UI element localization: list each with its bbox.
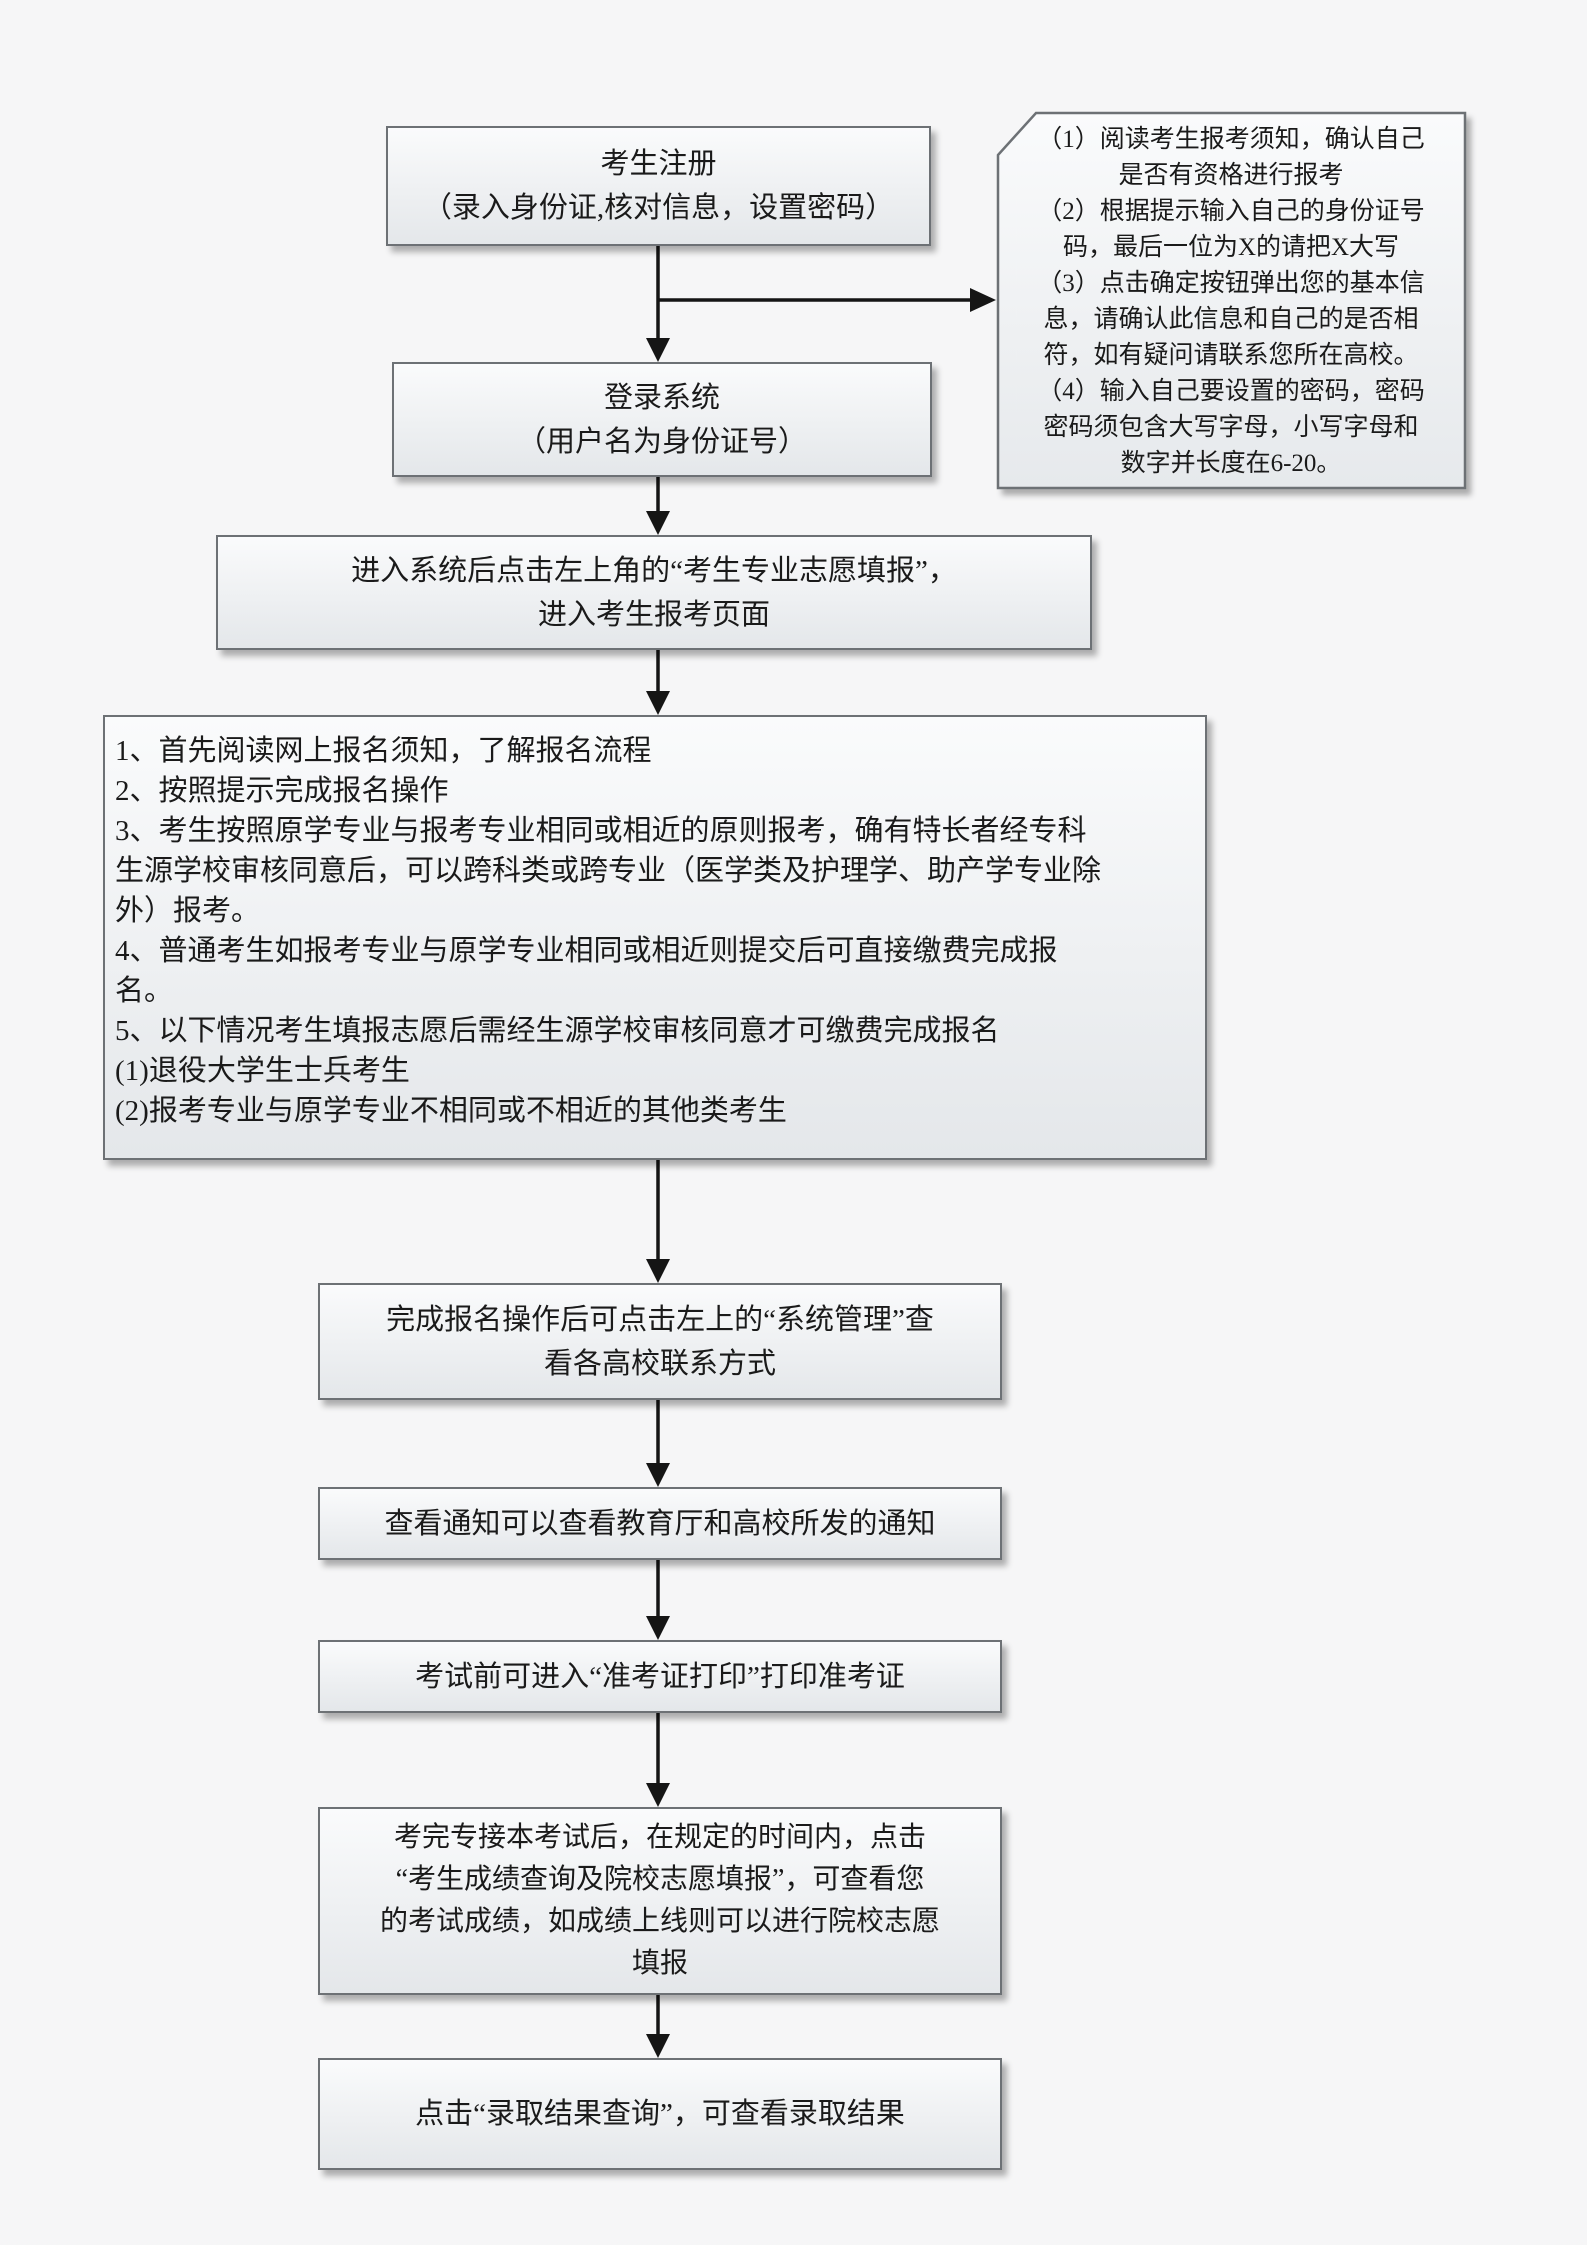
register-line: 考生注册 <box>600 148 717 180</box>
arrow-ticket-score-head <box>646 1783 670 1807</box>
note-line: 密码须包含大写字母，小写字母和 <box>1043 414 1419 441</box>
arrow-sys-notice-head <box>646 1463 670 1487</box>
arrow-score-result-head <box>646 2034 670 2058</box>
notices-line: 查看通知可以查看教育厅和高校所发的通知 <box>384 1507 936 1540</box>
score-query-line: 考完专接本考试后，在规定的时间内，点击 <box>393 1822 926 1853</box>
instructions-line: (1)退役大学生士兵考生 <box>115 1055 410 1087</box>
admission-ticket-line: 考试前可进入“准考证打印”打印准考证 <box>415 1660 905 1693</box>
note-line: 码，最后一位为X的请把X大写 <box>1062 234 1400 261</box>
arrow-enter-instructions-head <box>646 691 670 715</box>
note-line: （1）阅读考生报考须知，确认自己 <box>1037 126 1425 153</box>
score-query-line: 的考试成绩，如成绩上线则可以进行院校志愿 <box>379 1906 940 1937</box>
node-register-note: （1）阅读考生报考须知，确认自己 是否有资格进行报考 （2）根据提示输入自己的身… <box>1000 119 1462 485</box>
note-line: 息，请确认此信息和自己的是否相 <box>1043 306 1419 333</box>
node-instructions: 1、首先阅读网上报名须知，了解报名流程 2、按照提示完成报名操作 3、考生按照原… <box>103 715 1207 1160</box>
node-score-query: 考完专接本考试后，在规定的时间内，点击 “考生成绩查询及院校志愿填报”，可查看您… <box>318 1807 1002 1995</box>
node-admission-result: 点击“录取结果查询”，可查看录取结果 <box>318 2058 1002 2170</box>
node-register: 考生注册 （录入身份证,核对信息，设置密码） <box>386 126 931 246</box>
note-line: 数字并长度在6-20。 <box>1120 450 1342 477</box>
login-line: 登录系统 <box>603 381 720 414</box>
node-admission-ticket: 考试前可进入“准考证打印”打印准考证 <box>318 1640 1002 1713</box>
instructions-line: 2、按照提示完成报名操作 <box>115 775 449 807</box>
instructions-line: 外）报考。 <box>115 895 261 927</box>
score-query-line: “考生成绩查询及院校志愿填报”，可查看您 <box>395 1864 925 1895</box>
arrow-notice-ticket-head <box>646 1616 670 1640</box>
arrow-instructions-sys-head <box>646 1259 670 1283</box>
register-line: （录入身份证,核对信息，设置密码） <box>422 192 895 224</box>
note-line: 符，如有疑问请联系您所在高校。 <box>1043 342 1419 369</box>
note-line: （4）输入自己要设置的密码，密码 <box>1037 378 1425 405</box>
instructions-line: 名。 <box>115 975 174 1007</box>
node-notices: 查看通知可以查看教育厅和高校所发的通知 <box>318 1487 1002 1560</box>
instructions-line: 5、以下情况考生填报志愿后需经生源学校审核同意才可缴费完成报名 <box>115 1015 1000 1047</box>
node-enter-system: 进入系统后点击左上角的“考生专业志愿填报”， 进入考生报考页面 <box>216 535 1092 650</box>
enter-line: 进入考生报考页面 <box>537 598 770 631</box>
note-line: （3）点击确定按钮弹出您的基本信 <box>1037 270 1425 297</box>
login-line: （用户名为身份证号） <box>516 425 807 458</box>
system-mgmt-line: 看各高校联系方式 <box>543 1347 776 1380</box>
instructions-line: 3、考生按照原学专业与报考专业相同或相近的原则报考，确有特长者经专科 <box>115 815 1087 847</box>
score-query-line: 填报 <box>631 1948 688 1979</box>
instructions-line: 4、普通考生如报考专业与原学专业相同或相近则提交后可直接缴费完成报 <box>115 935 1058 967</box>
arrow-login-enter-head <box>646 511 670 535</box>
instructions-line: (2)报考专业与原学专业不相同或不相近的其他类考生 <box>115 1095 787 1127</box>
note-line: 是否有资格进行报考 <box>1118 162 1344 189</box>
instructions-line: 生源学校审核同意后，可以跨科类或跨专业（医学类及护理学、助产学专业除 <box>115 855 1102 887</box>
node-system-mgmt: 完成报名操作后可点击左上的“系统管理”查 看各高校联系方式 <box>318 1283 1002 1400</box>
system-mgmt-line: 完成报名操作后可点击左上的“系统管理”查 <box>386 1303 934 1336</box>
admission-result-line: 点击“录取结果查询”，可查看录取结果 <box>415 2098 905 2130</box>
arrow-branch-note-head <box>970 288 996 312</box>
note-line: （2）根据提示输入自己的身份证号 <box>1037 198 1425 225</box>
enter-line: 进入系统后点击左上角的“考生专业志愿填报”， <box>351 554 957 587</box>
node-login: 登录系统 （用户名为身份证号） <box>392 362 932 477</box>
instructions-line: 1、首先阅读网上报名须知，了解报名流程 <box>115 735 652 767</box>
arrow-register-login-head <box>646 338 670 362</box>
